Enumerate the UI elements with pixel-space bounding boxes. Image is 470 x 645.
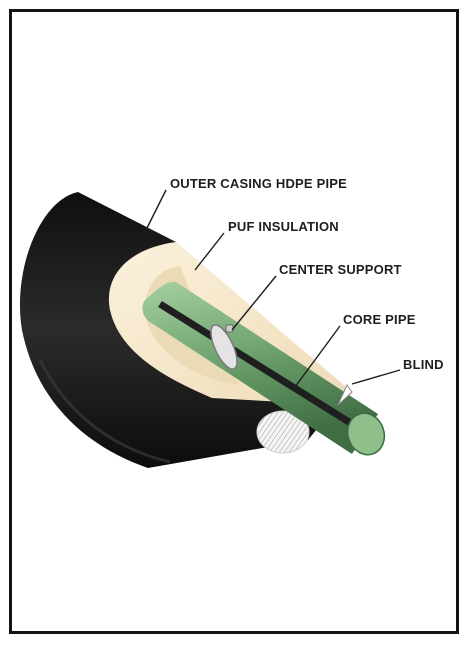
label-puf-insulation: PUF INSULATION — [228, 219, 339, 234]
leader-core-pipe — [294, 325, 341, 388]
core-pipe-end — [346, 412, 386, 456]
blind-wedge — [337, 384, 353, 406]
leader-outer-casing — [144, 189, 167, 233]
leader-puf-insulation — [194, 232, 225, 271]
center-support-bolt — [225, 324, 234, 333]
label-core-pipe: CORE PIPE — [343, 312, 416, 327]
outer-casing-highlight — [38, 359, 171, 464]
label-blind: BLIND — [403, 357, 444, 372]
core-pipe-stripe — [158, 301, 367, 435]
leader-blind — [351, 369, 401, 385]
leader-center-support — [231, 275, 277, 331]
center-support-band — [210, 324, 238, 370]
blind-end-cap — [256, 410, 310, 454]
label-outer-casing-hdpe-pipe: OUTER CASING HDPE PIPE — [170, 176, 348, 191]
label-center-support: CENTER SUPPORT — [279, 262, 402, 277]
